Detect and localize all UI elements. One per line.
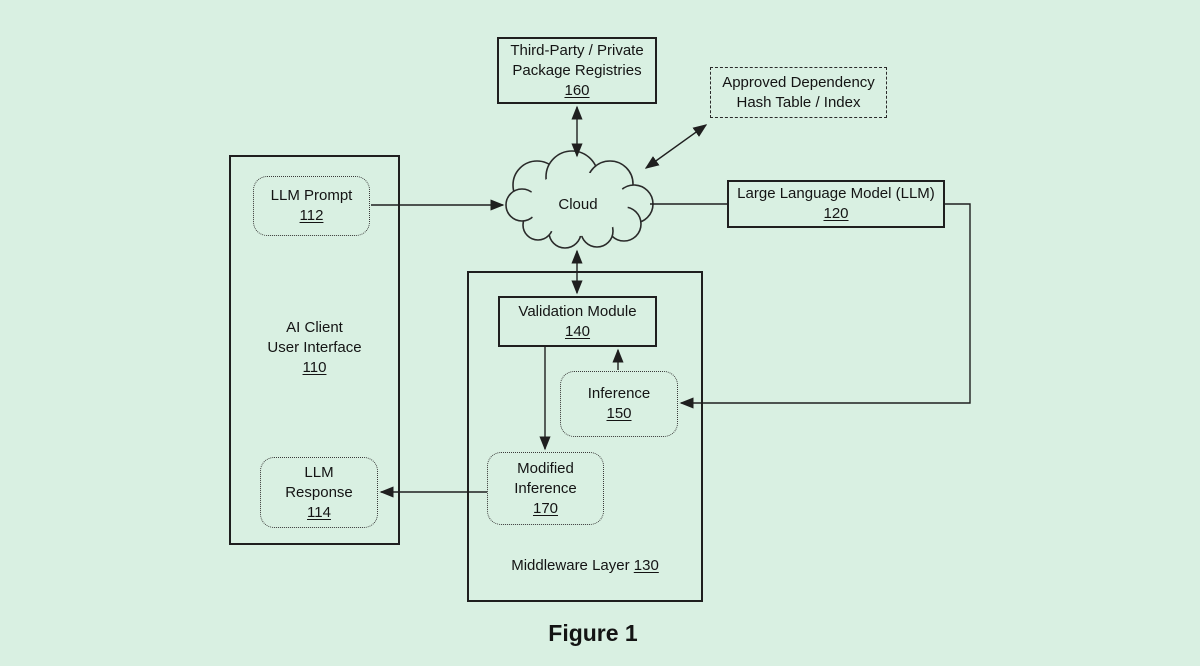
figure-caption: Figure 1 [548, 620, 638, 646]
inference-ref: 150 [606, 405, 632, 422]
modified-inference-ref: 170 [532, 499, 559, 517]
cloud-label: Cloud [558, 196, 598, 213]
registries-ref: 160 [564, 81, 590, 99]
middleware-label: Middleware Layer 130 [467, 556, 703, 576]
hash-table-box: Approved Dependency Hash Table / Index [710, 67, 887, 118]
edge-cloud-hash-table [644, 124, 708, 169]
validation-ref: 140 [564, 322, 591, 340]
llm-ref: 120 [823, 205, 849, 222]
middleware-container [467, 271, 703, 602]
modified-inference-line1: Modified [517, 459, 574, 477]
middleware-ref: 130 [633, 557, 659, 574]
hash-table-line2: Hash Table / Index [736, 93, 861, 111]
ai-client-ref: 110 [302, 359, 327, 376]
llm-response-line2: Response [285, 483, 353, 501]
llm-box: Large Language Model (LLM) 120 [727, 180, 945, 228]
modified-inference-box: Modified Inference 170 [487, 452, 604, 525]
middleware-label-text: Middleware Layer [511, 557, 630, 574]
registries-line2: Package Registries [512, 61, 642, 79]
registries-box: Third-Party / Private Package Registries… [497, 37, 657, 104]
llm-response-line1: LLM [304, 463, 334, 481]
inference-box: Inference 150 [560, 371, 678, 437]
validation-module-box: Validation Module 140 [498, 296, 657, 347]
edge-llm-inference [679, 203, 971, 409]
ai-client-line1: AI Client [286, 319, 343, 336]
llm-prompt-line1: LLM Prompt [270, 187, 353, 204]
registries-line1: Third-Party / Private [510, 41, 644, 59]
llm-prompt-box: LLM Prompt 112 [253, 176, 370, 236]
llm-line1: Large Language Model (LLM) [737, 185, 935, 202]
llm-response-box: LLM Response 114 [260, 457, 378, 528]
ai-client-label: AI Client User Interface 110 [229, 318, 400, 378]
inference-line1: Inference [587, 385, 651, 402]
ai-client-line2: User Interface [267, 339, 362, 356]
llm-response-ref: 114 [307, 503, 331, 521]
modified-inference-line2: Inference [514, 479, 577, 497]
ai-client-container [229, 155, 400, 545]
llm-prompt-ref: 112 [299, 207, 324, 224]
hash-table-line1: Approved Dependency [722, 73, 875, 91]
validation-line1: Validation Module [518, 302, 637, 320]
